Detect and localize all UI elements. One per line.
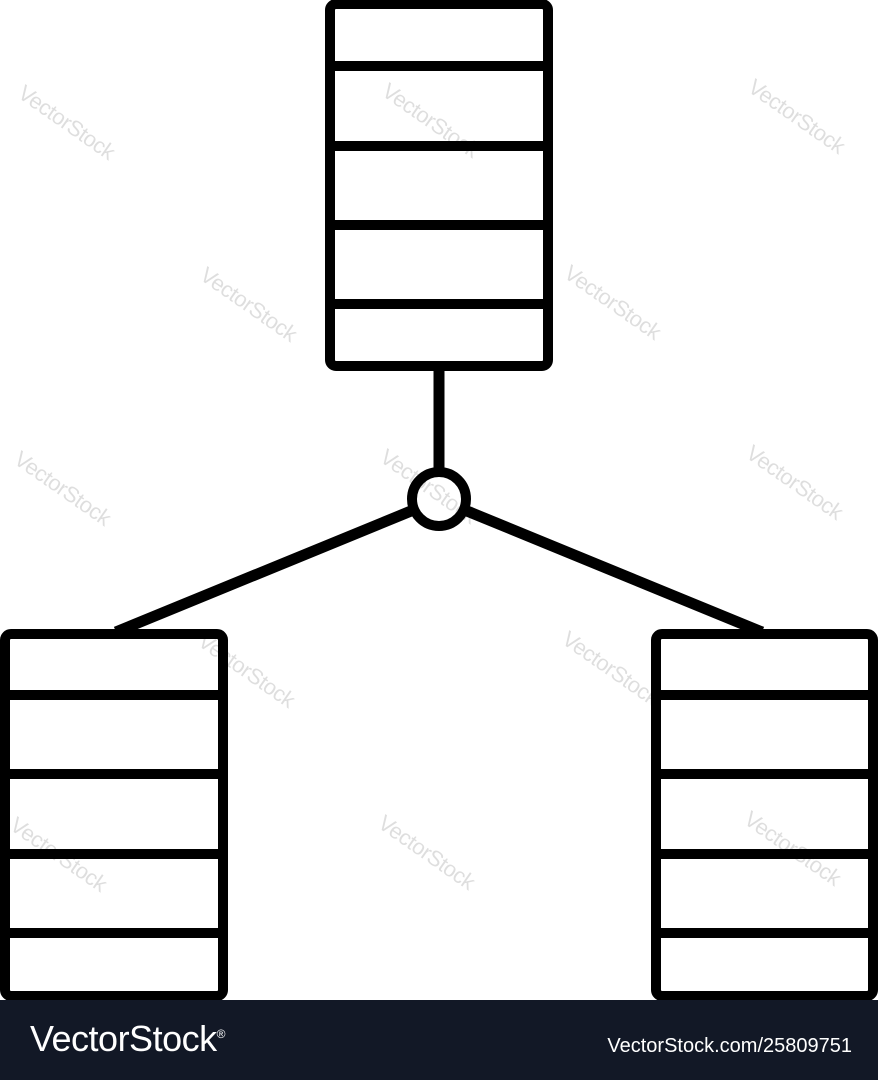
network-diagram <box>0 0 878 1000</box>
server-left-body <box>0 629 228 1000</box>
server-top <box>325 0 553 371</box>
brand-name: VectorStock <box>30 1018 217 1059</box>
server-left <box>0 629 228 1000</box>
registered-mark: ® <box>216 1027 226 1041</box>
image-credit: VectorStock.com/25809751 <box>607 1035 852 1057</box>
footer-bar: VectorStock® VectorStock.com/25809751 <box>0 1000 878 1080</box>
server-right-body <box>651 629 878 1000</box>
hub-node <box>407 467 471 531</box>
server-right <box>651 629 878 1000</box>
edge-hub-to-left <box>113 505 414 638</box>
brand-logo: VectorStock® <box>30 1018 225 1060</box>
edge-hub-to-right <box>464 505 765 638</box>
server-top-body <box>325 0 553 371</box>
